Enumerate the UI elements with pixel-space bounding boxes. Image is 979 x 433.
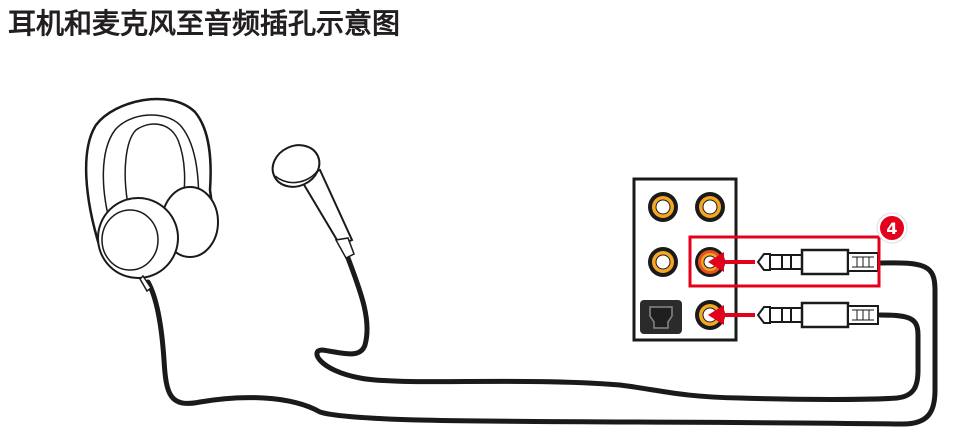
callout-badge: 4: [876, 212, 908, 244]
headphone-cable: [145, 260, 938, 427]
headphones-icon: [84, 97, 219, 293]
optical-spdif-port[interactable]: [640, 300, 682, 334]
arrow-to-microphone-jack: [708, 305, 755, 325]
headphone-plug: [756, 248, 879, 276]
audio-jack-r1c2[interactable]: [695, 192, 725, 222]
io-panel: [632, 177, 738, 342]
arrow-to-headphone-jack: [708, 252, 755, 272]
page-title: 耳机和麦克风至音频插孔示意图: [8, 7, 401, 40]
audio-jack-r1c1[interactable]: [648, 192, 678, 222]
audio-jack-r2c1[interactable]: [648, 247, 678, 277]
microphone-icon: [271, 144, 355, 259]
highlight-box: [688, 235, 881, 288]
callout-number: 4: [886, 219, 897, 238]
microphone-plug: [756, 301, 879, 329]
microphone-cable: [314, 255, 921, 402]
